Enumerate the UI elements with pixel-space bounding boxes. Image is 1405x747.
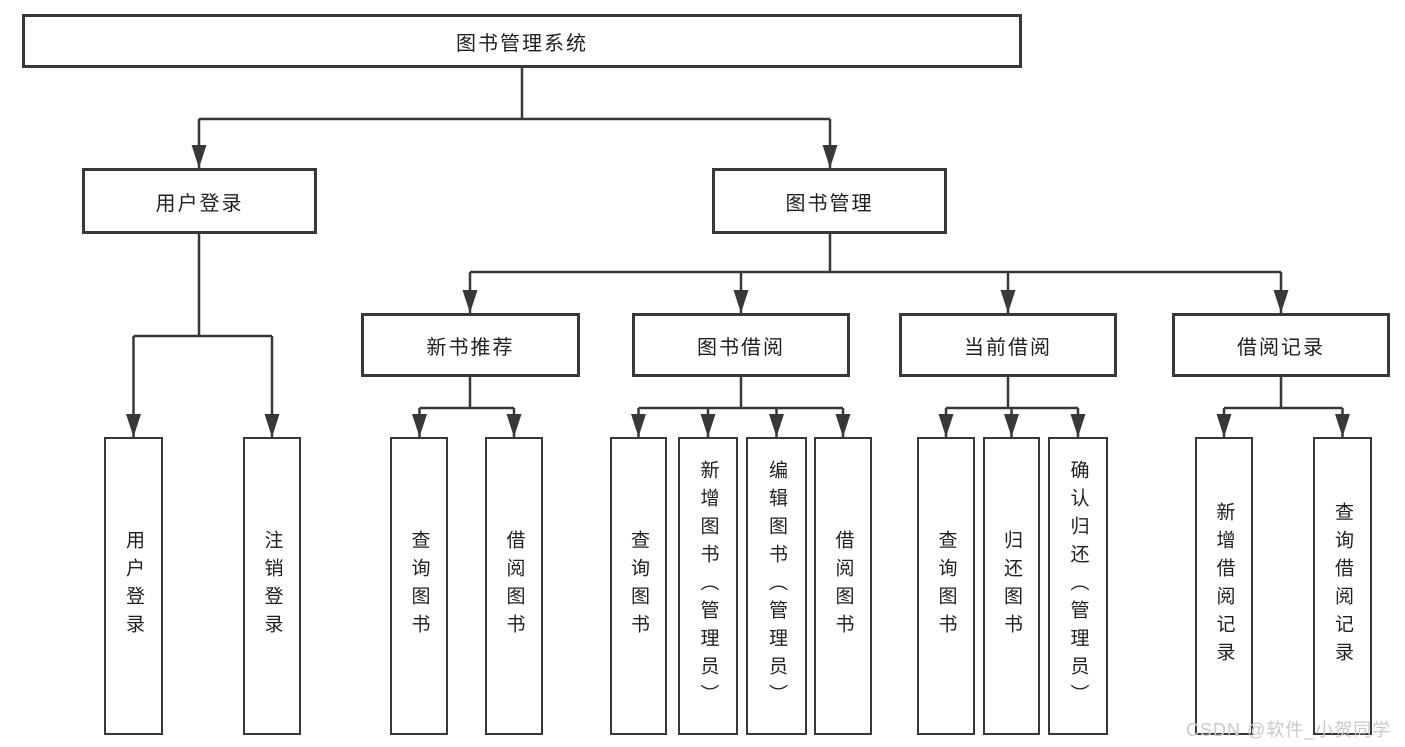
node-label: 用户登录 [123, 530, 144, 642]
node-label: 借阅图书 [832, 530, 854, 642]
leaf-user-login: 用户登录 [104, 437, 163, 735]
node-user-login: 用户登录 [82, 168, 317, 234]
connector-root-to-level2 [197, 68, 832, 168]
node-label: 编辑图书（管理员） [766, 460, 787, 712]
node-label: 归还图书 [1001, 530, 1022, 642]
node-label: 借阅图书 [503, 530, 525, 642]
node-label: 确认归还（管理员） [1067, 460, 1089, 712]
leaf-cb-query-books: 查询图书 [917, 437, 975, 735]
node-label: 当前借阅 [964, 336, 1052, 359]
connector-new-book-children [418, 377, 516, 437]
node-borrowing-records: 借阅记录 [1172, 313, 1390, 377]
node-label: 图书管理系统 [456, 32, 588, 55]
node-label: 图书管理 [785, 192, 874, 215]
node-label: 借阅记录 [1237, 336, 1325, 359]
connector-book-management-children [468, 234, 1283, 313]
connector-borrowing-records-children [1222, 377, 1344, 437]
node-label: 注销登录 [261, 530, 283, 642]
node-label: 查询图书 [408, 530, 430, 642]
node-book-management: 图书管理 [712, 168, 947, 234]
leaf-br-add-borrow-record: 新增借阅记录 [1195, 437, 1253, 735]
leaf-nb-query-books: 查询图书 [390, 437, 448, 735]
leaf-cb-confirm-return-admin: 确认归还（管理员） [1048, 437, 1108, 735]
node-label: 查询图书 [935, 530, 957, 642]
node-label: 新增图书（管理员） [697, 460, 719, 712]
node-book-borrowing: 图书借阅 [632, 313, 850, 377]
leaf-logout: 注销登录 [243, 437, 301, 735]
arrowheads [126, 145, 1350, 437]
connector-user-login-children [132, 234, 274, 437]
leaf-bb-query-books: 查询图书 [610, 437, 667, 735]
node-label: 用户登录 [155, 192, 244, 215]
node-current-borrowing: 当前借阅 [899, 313, 1117, 377]
node-new-book-recommendation: 新书推荐 [361, 313, 580, 377]
watermark: CSDN @软件_小贺同学 [1186, 720, 1392, 740]
leaf-bb-add-book-admin: 新增图书（管理员） [678, 437, 738, 735]
node-label: 查询借阅记录 [1332, 502, 1353, 670]
node-label: 图书借阅 [697, 336, 785, 359]
node-label: 查询图书 [628, 530, 649, 642]
leaf-cb-return-books: 归还图书 [983, 437, 1040, 735]
leaf-br-query-borrow-record: 查询借阅记录 [1313, 437, 1372, 735]
leaf-bb-borrow-books: 借阅图书 [814, 437, 872, 735]
node-label: 新增借阅记录 [1213, 502, 1235, 670]
connector-book-borrowing-children [637, 377, 845, 437]
node-label: 新书推荐 [426, 336, 515, 359]
node-system-root: 图书管理系统 [22, 14, 1022, 68]
leaf-nb-borrow-books: 借阅图书 [485, 437, 543, 735]
leaf-bb-edit-book-admin: 编辑图书（管理员） [746, 437, 807, 735]
